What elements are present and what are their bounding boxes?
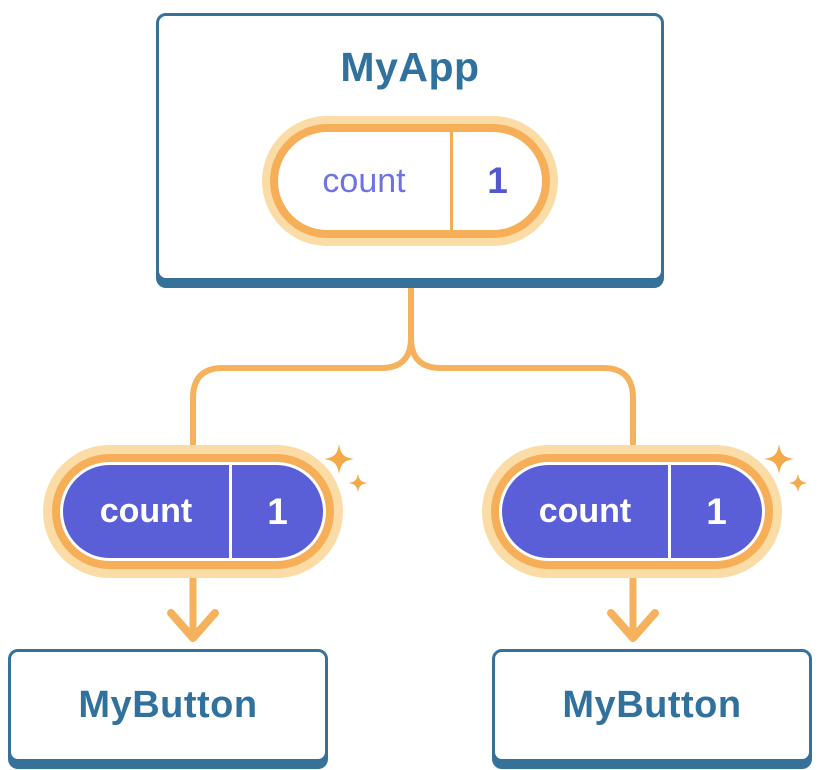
sparkle-icon: [764, 444, 794, 474]
prop-name-label: count: [538, 492, 632, 530]
mybutton-card-left: MyButton: [8, 649, 328, 762]
prop-value-label: 1: [706, 490, 727, 532]
prop-pill-ring: count 1: [491, 454, 773, 569]
state-pill: count 1: [262, 116, 558, 246]
state-pill-divider: [450, 132, 453, 230]
mybutton-title: MyButton: [78, 684, 258, 726]
mybutton-title: MyButton: [562, 684, 742, 726]
sparkle-icon: [788, 473, 808, 493]
prop-value-label: 1: [267, 490, 288, 532]
prop-pill-right: count 1: [482, 445, 782, 578]
state-pill-glow: count 1: [262, 116, 558, 246]
tree-branch-left-line: [190, 335, 414, 465]
sparkle-icon: [324, 444, 354, 474]
prop-pill-glow: count 1: [482, 445, 782, 578]
arrow-down-icon: [607, 609, 659, 642]
sparkle-icon: [348, 473, 368, 493]
prop-pill-glow: count 1: [43, 445, 343, 578]
prop-pill-divider: [229, 465, 232, 558]
prop-pill-gap: count 1: [499, 462, 765, 561]
arrow-down-icon: [167, 609, 219, 642]
prop-name-label: count: [99, 492, 193, 530]
tree-branch-right-line: [408, 335, 636, 465]
prop-pill-divider: [668, 465, 671, 558]
myapp-card: MyApp count 1: [156, 13, 664, 281]
mybutton-card-right: MyButton: [492, 649, 812, 762]
state-name-label: count: [322, 161, 406, 200]
state-pill-ring: count 1: [270, 124, 550, 238]
prop-pill-gap: count 1: [60, 462, 326, 561]
state-value-label: 1: [487, 160, 508, 201]
prop-pill-core: count 1: [502, 465, 762, 558]
prop-pill-core: count 1: [63, 465, 323, 558]
prop-pill-ring: count 1: [52, 454, 334, 569]
prop-pill-left: count 1: [43, 445, 343, 578]
state-pill-core: count 1: [278, 132, 542, 230]
myapp-title: MyApp: [340, 44, 480, 90]
